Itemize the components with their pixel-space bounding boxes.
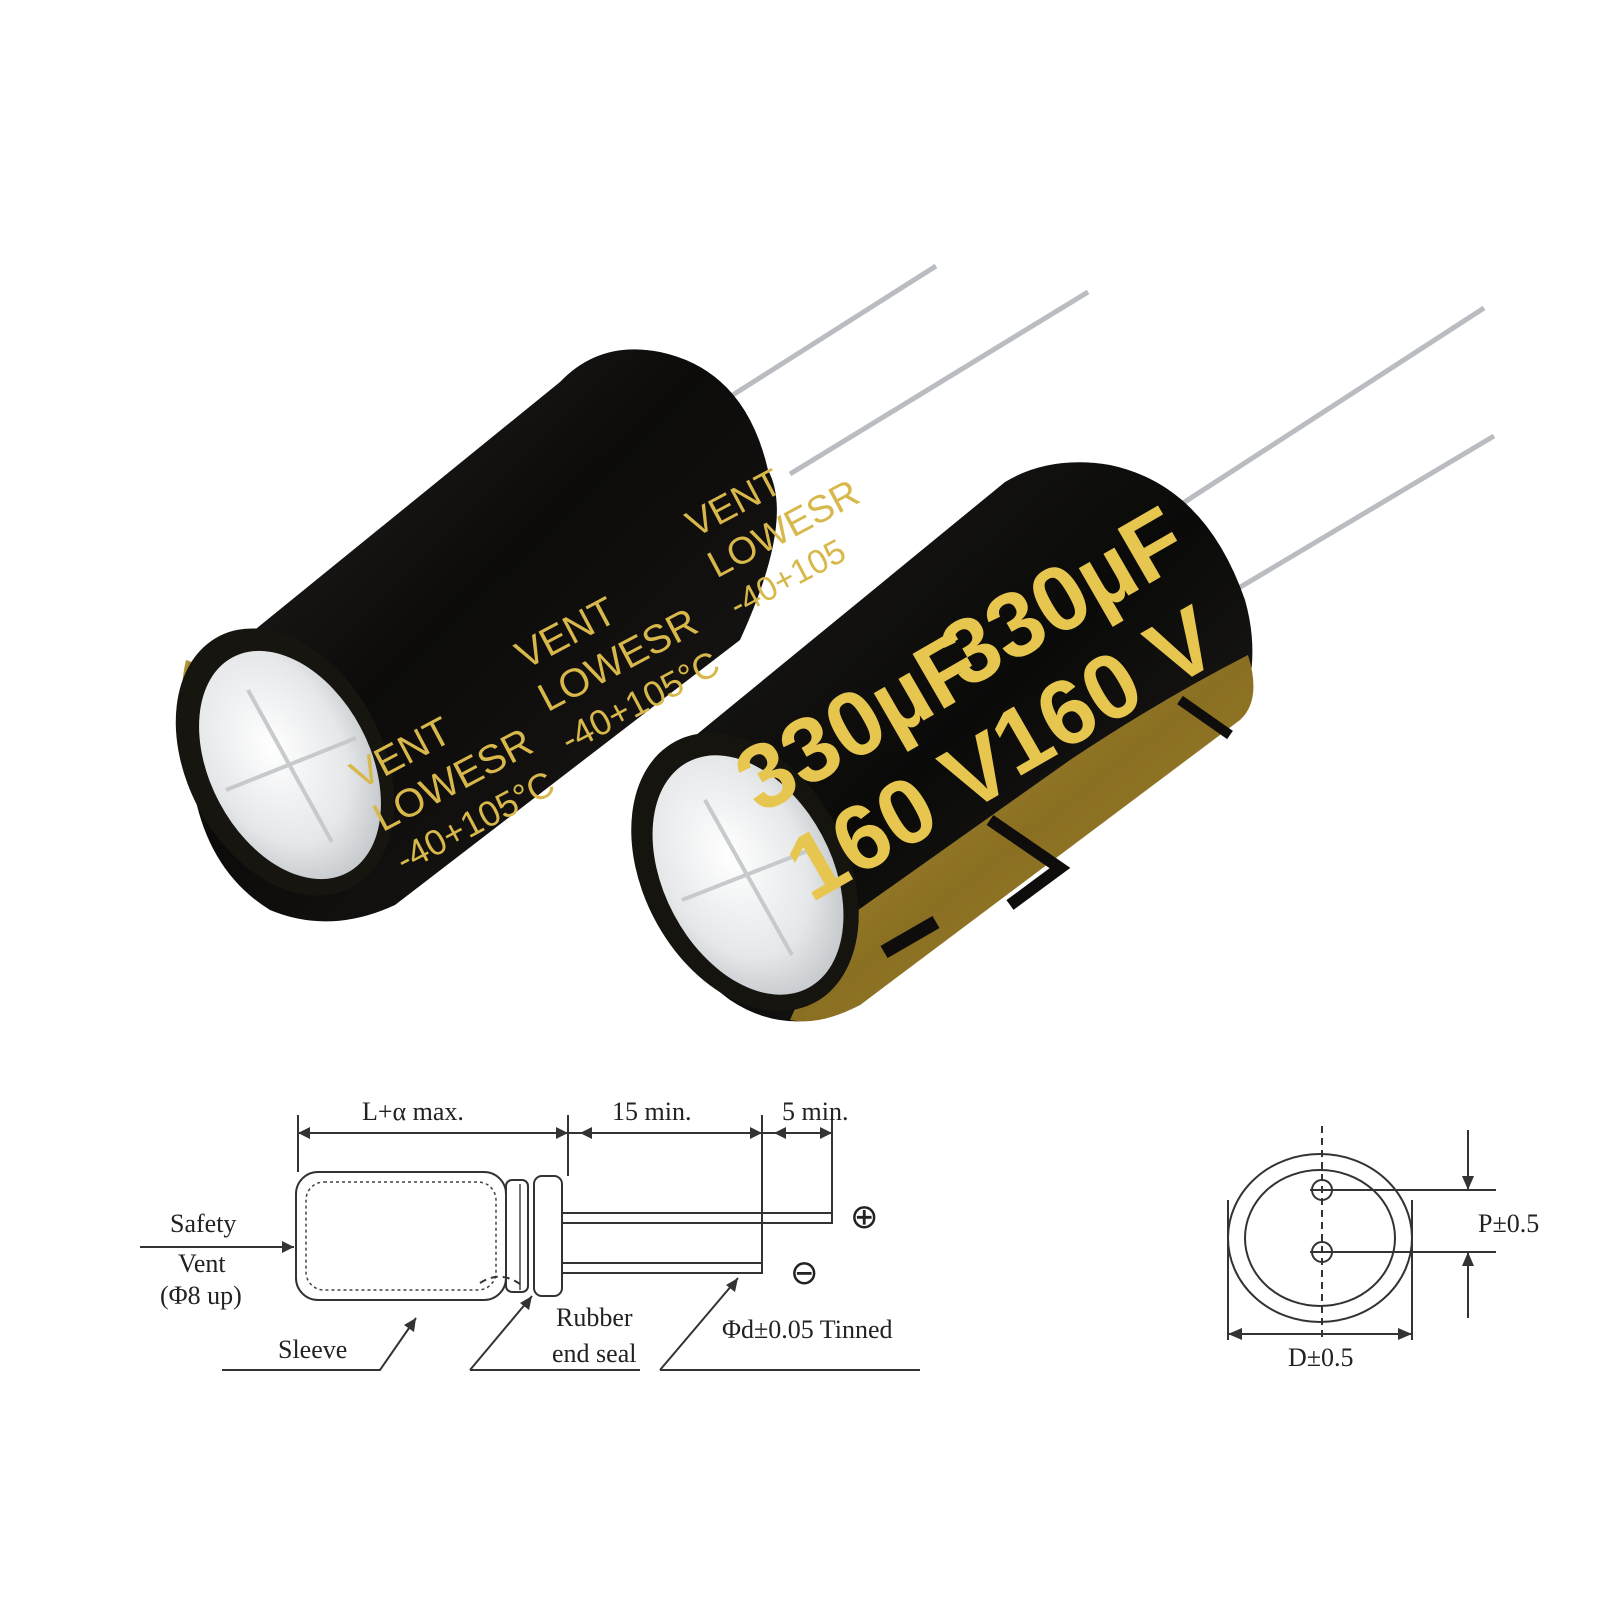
- diagram-lead-plus: [561, 1212, 833, 1224]
- lead-wire: [1178, 305, 1486, 508]
- dim-arrow: [1462, 1176, 1474, 1190]
- diameter-label: D±0.5: [1288, 1343, 1354, 1372]
- bottom-view-diagram: P±0.5 D±0.5: [1227, 1126, 1539, 1372]
- side-view-diagram: L+α max. 15 min. 5 min. ⊕ ⊖ Safety Vent …: [140, 1097, 920, 1371]
- lead-length-label: 15 min.: [612, 1097, 691, 1126]
- capacitor-back: VENT LOWESR -40+105°C VENT LOWESR -40+10…: [175, 263, 1090, 922]
- seal-label-line2: end seal: [552, 1339, 636, 1368]
- plus-symbol: ⊕: [850, 1197, 879, 1237]
- callout-arrow: [404, 1318, 416, 1332]
- callout-arrow: [282, 1241, 294, 1253]
- callout-lead: [659, 1277, 920, 1371]
- diagram-body-outline: [295, 1171, 507, 1301]
- dim-arrow: [1462, 1252, 1474, 1266]
- lead-wire: [788, 289, 1090, 477]
- dim-arrow: [774, 1127, 832, 1139]
- diagram-seal-cap: [533, 1175, 563, 1297]
- diagram-seal: [505, 1179, 529, 1293]
- bottom-inner-circle: [1244, 1169, 1396, 1307]
- lead-diff-label: 5 min.: [782, 1097, 848, 1126]
- stripe-divider: [986, 815, 1071, 910]
- lead-wire: [726, 263, 938, 401]
- minus-symbol: ⊖: [790, 1253, 819, 1293]
- sleeve-label: Sleeve: [278, 1335, 347, 1364]
- vent-label-line2: Vent: [178, 1249, 226, 1278]
- callout-sleeve: [222, 1317, 417, 1371]
- minus-mark: [880, 915, 940, 959]
- vent-cross: [225, 689, 357, 843]
- lead-label: Φd±0.05 Tinned: [722, 1315, 893, 1344]
- stripe-divider: [1177, 695, 1233, 740]
- pitch-label: P±0.5: [1478, 1209, 1539, 1238]
- capacitor-front: 330µF 160 V 330µF 160 V: [631, 305, 1496, 1022]
- diagram-body-inner: [305, 1181, 497, 1291]
- vent-cross: [681, 799, 816, 956]
- diagram-vent-arc: [479, 1275, 521, 1285]
- lead-wire: [1230, 433, 1496, 595]
- callout-arrow: [520, 1296, 532, 1310]
- callout-seal: [469, 1295, 640, 1371]
- callout-arrow: [726, 1278, 738, 1292]
- seal-label-line1: Rubber: [556, 1303, 633, 1332]
- length-label: L+α max.: [362, 1097, 464, 1126]
- vent-label-line1: Safety: [170, 1209, 236, 1238]
- diagram-lead-minus: [561, 1262, 763, 1274]
- vent-label-line3: (Φ8 up): [160, 1281, 242, 1310]
